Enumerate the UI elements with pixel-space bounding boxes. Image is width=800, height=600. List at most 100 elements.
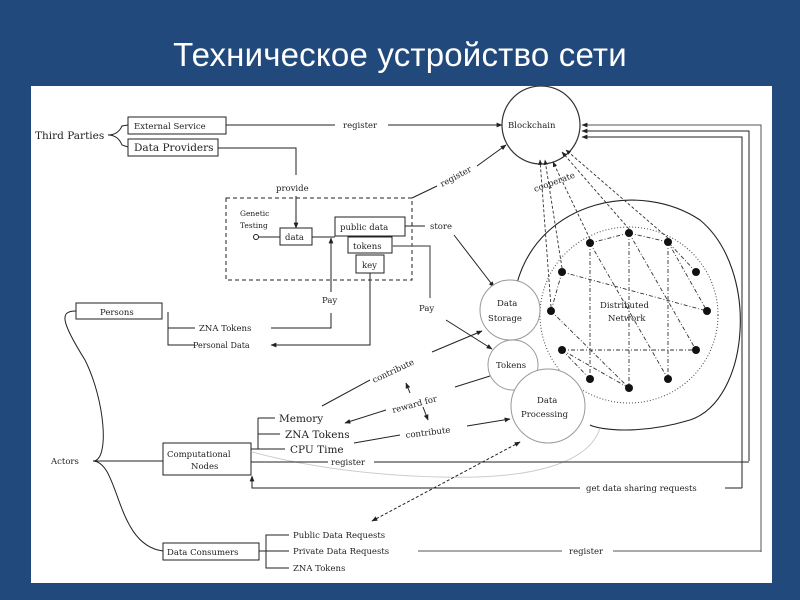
actors-label: Actors [50,457,79,467]
tokens-box[interactable]: tokens [347,236,393,254]
consumer-item: ZNA Tokens [293,564,345,574]
key-box[interactable]: key [355,254,385,274]
svg-text:Persons: Persons [100,308,134,318]
svg-text:public data: public data [340,223,388,233]
third-parties-group: Third Parties [35,124,129,148]
node-resource-item: CPU Time [290,444,344,456]
network-node [558,346,566,354]
actors-brace-persons [64,310,104,462]
data-box[interactable]: data [279,227,313,246]
data-storage-node[interactable]: Data Storage [479,279,541,341]
network-node [558,268,566,276]
diagram-panel: Third Parties External Service Data Prov… [31,86,772,583]
genetic-testing-label-1: Genetic [240,209,269,218]
network-node [664,238,672,246]
edge-label-cooperate: cooperate [533,171,577,195]
edge-label-get-data-sharing-requests: get data sharing requests [586,484,697,494]
consumer-item: Public Data Requests [293,531,385,541]
edge-label-register-nodes: register [331,458,366,468]
resources-bracket [251,418,259,450]
svg-text:key: key [362,261,377,271]
edge-label-contribute-storage: contribute [371,358,416,386]
svg-text:data: data [285,233,304,243]
brace-lower [107,134,129,148]
network-nodes [547,229,711,392]
edge-store-arrow [453,234,495,288]
svg-text:tokens: tokens [353,242,382,252]
svg-text:Distributed: Distributed [600,301,649,311]
svg-text:Data: Data [497,299,517,309]
edge-label-reward-for: reward for [391,394,439,416]
node-resource-item: Memory [279,413,323,425]
third-parties-label: Third Parties [35,130,104,142]
edge-label-pay-left: Pay [322,296,337,306]
public-data-box[interactable]: public data [334,216,406,237]
edge-label-register-consumers: register [569,547,604,557]
edge-data-sharing-return [581,134,743,488]
edge-nodes-register-return [581,128,750,461]
network-node [692,268,700,276]
edge-processing-consumers [371,441,521,522]
genetic-testing-port-icon [253,234,259,240]
edge-reward-down [422,406,429,421]
computational-nodes-box[interactable]: Computational Nodes [162,442,252,476]
svg-text:Tokens: Tokens [496,361,526,371]
network-boundary-arc [516,199,741,431]
edge-label-pay-right: Pay [419,304,434,314]
network-node [586,375,594,383]
edge-data-sharing-a [249,475,580,489]
svg-text:Data Consumers: Data Consumers [167,548,239,558]
edge-label-store: store [430,222,452,232]
persons-box[interactable]: Persons [75,302,163,320]
network-node [625,384,633,392]
persons-bracket [167,312,195,346]
svg-text:Data: Data [537,396,557,406]
svg-text:Data Providers: Data Providers [134,142,214,154]
network-node [703,307,711,315]
data-consumers-box[interactable]: Data Consumers [162,542,260,561]
edge-contribute-storage-b [431,330,483,353]
edge-consumers-register-return [581,122,762,552]
edge-label-contribute-processing: contribute [405,426,451,441]
edge-label-register-external: register [343,121,378,131]
external-service-box[interactable]: External Service [127,116,227,135]
network-node [692,346,700,354]
edge-reward-up [405,382,411,394]
consumer-item: Private Data Requests [293,547,389,557]
edge-label-register-enclave: register [439,164,475,189]
edge-enclave-register [411,185,438,199]
svg-text:Network: Network [608,314,646,324]
edge-enclave-register-arrow [476,144,507,167]
persons-item: Personal Data [193,341,250,350]
node-resource-item: ZNA Tokens [285,429,350,441]
network-architecture-diagram: Third Parties External Service Data Prov… [35,86,762,574]
svg-text:Computational: Computational [167,450,231,460]
slide-title: Техническое устройство сети [173,36,627,73]
network-node [664,375,672,383]
svg-text:External Service: External Service [134,122,206,132]
data-processing-node[interactable]: Data Processing [510,368,586,444]
edge-provide-top [218,147,297,175]
edge-contribute-processing-b [466,417,511,427]
edge-pay-right [392,245,431,298]
svg-text:Storage: Storage [488,314,522,324]
edge-label-provide: provide [276,184,309,194]
edge-pay-right-arrow [445,319,493,350]
network-node [586,239,594,247]
edge-contribute-storage-a [321,379,371,407]
network-node [625,229,633,237]
genetic-testing-label-2: Testing [240,221,268,230]
network-node [547,307,555,315]
svg-text:Processing: Processing [521,410,569,420]
edge-contribute-processing-a [353,434,401,444]
brace-upper [107,124,129,136]
svg-text:Blockchain: Blockchain [508,121,556,131]
svg-text:Nodes: Nodes [191,462,218,472]
edge-pay-left-bottom [271,313,332,329]
network-links [550,232,708,389]
cooperate-edges [538,149,669,308]
enclave-dashed-box [225,197,413,281]
data-providers-box[interactable]: Data Providers [127,138,219,157]
distributed-network[interactable]: Distributed Network [539,226,719,404]
edge-key-personal-data [270,273,371,348]
